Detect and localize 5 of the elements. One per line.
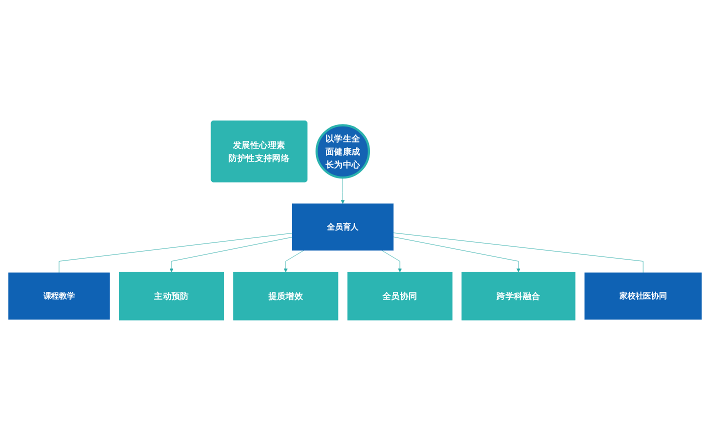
node-box: 全员协同 bbox=[347, 272, 452, 320]
node-box: 跨学科融合 bbox=[462, 272, 576, 320]
node-box: 提质增效 bbox=[233, 272, 338, 320]
node-circle: 以学生全面健康成长为中心 bbox=[316, 124, 370, 179]
node-box: 主动预防 bbox=[118, 272, 224, 320]
